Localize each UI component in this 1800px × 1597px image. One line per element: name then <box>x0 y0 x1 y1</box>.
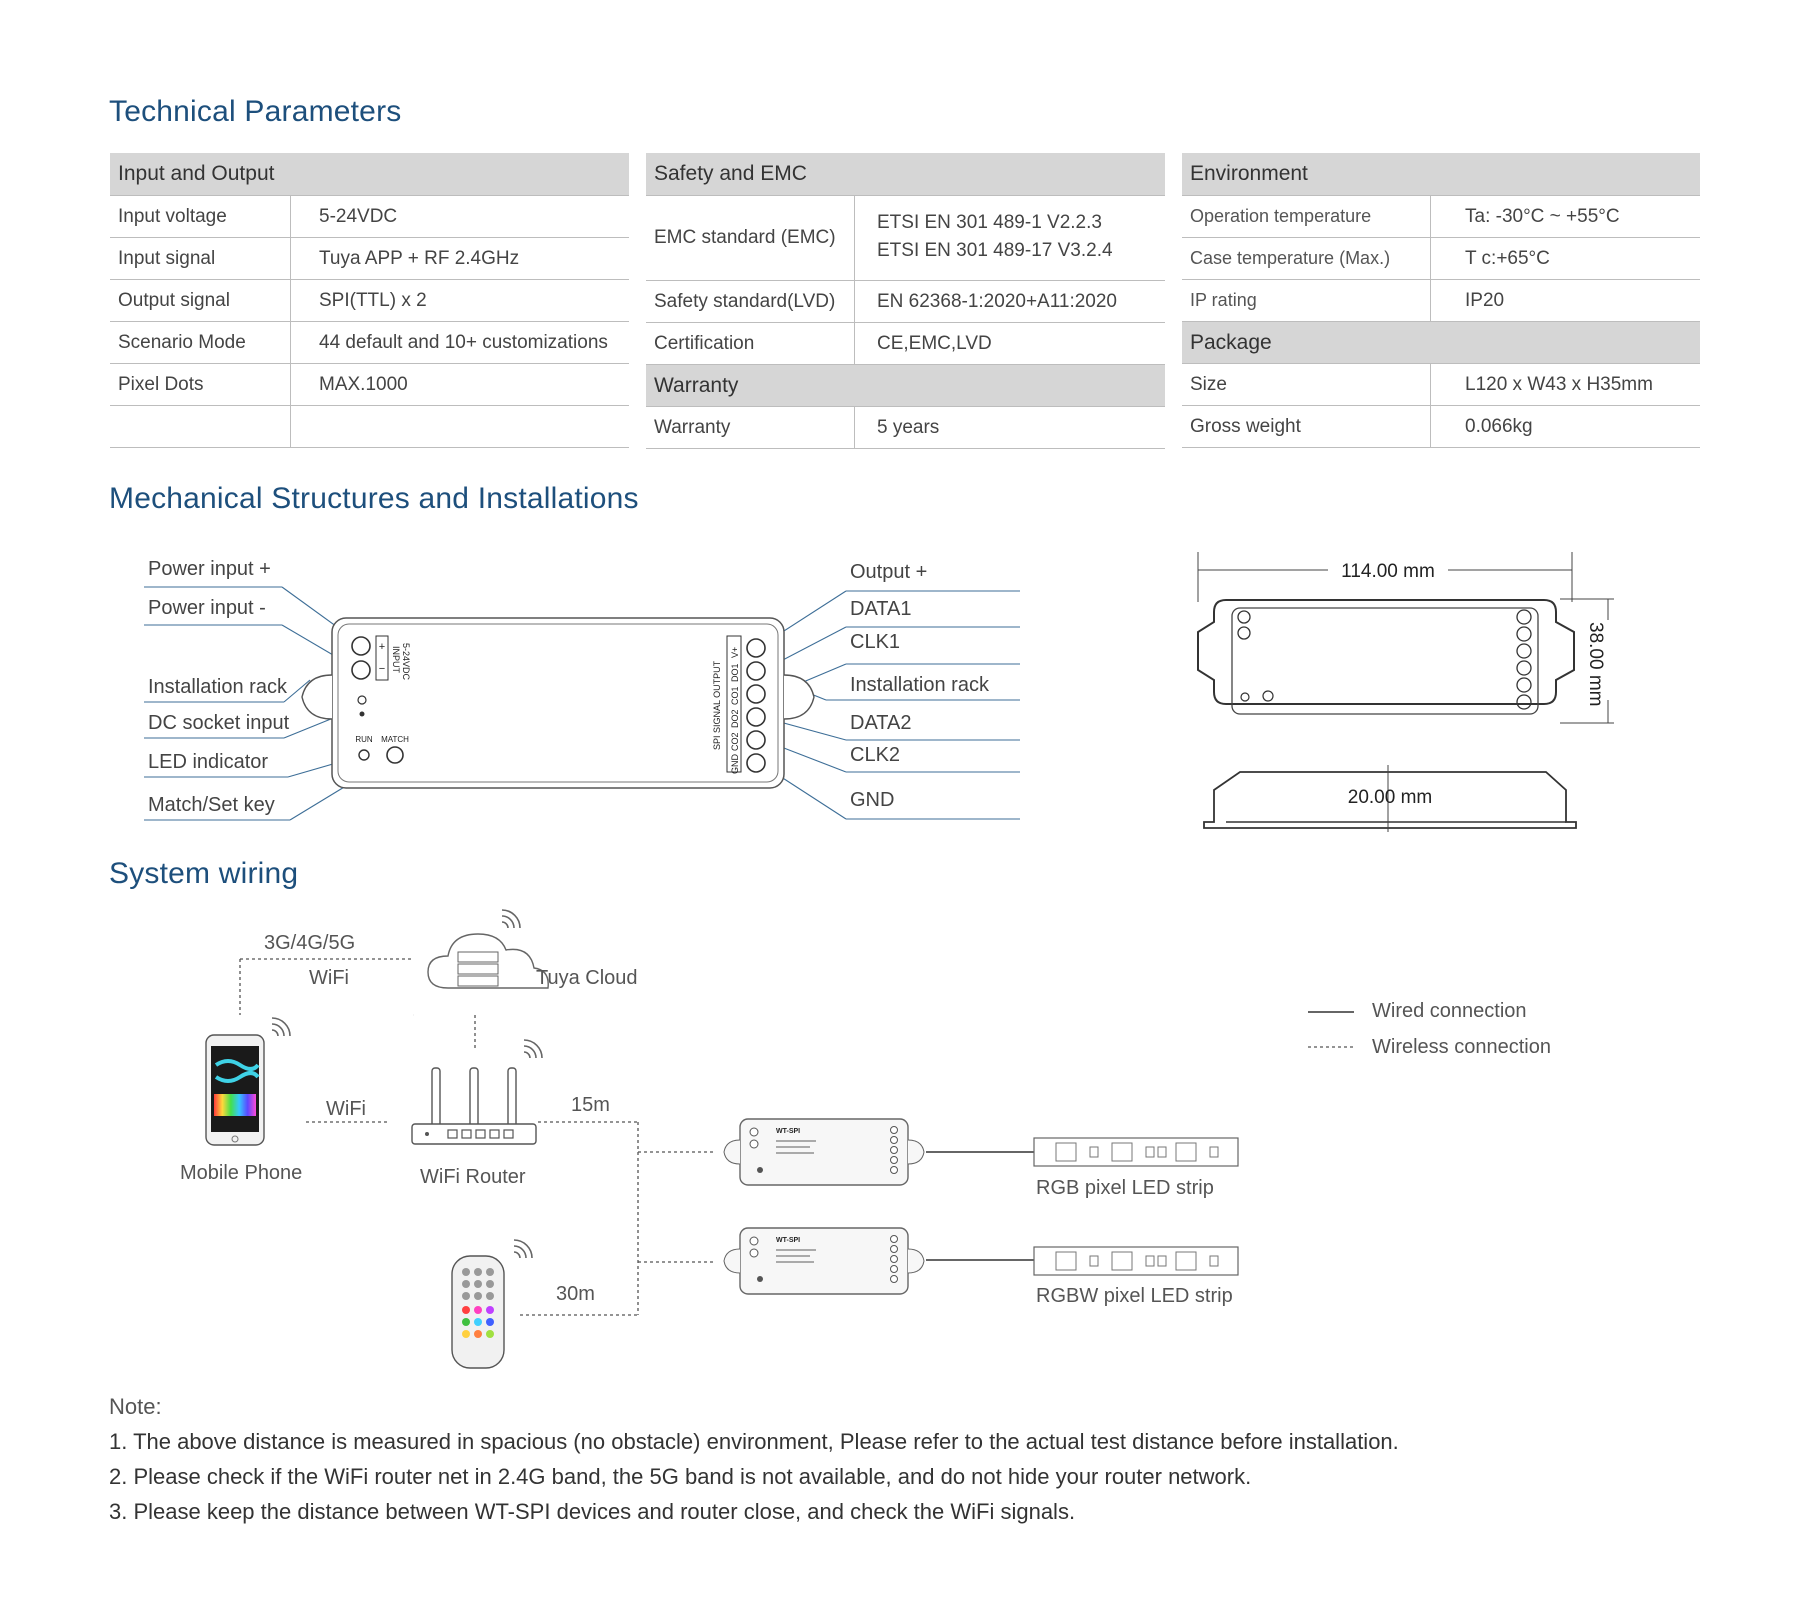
table-header: Safety and EMC <box>646 153 1165 196</box>
table-row: Safety standard(LVD)EN 62368-1:2020+A11:… <box>646 280 1165 323</box>
remote-distance-label: 30m <box>556 1283 595 1305</box>
label-data2: DATA2 <box>850 712 912 734</box>
label-installation-rack-left: Installation rack <box>148 676 287 698</box>
table-header: Environment <box>1182 153 1700 196</box>
label-dc-socket-input: DC socket input <box>148 712 290 734</box>
label-clk1: CLK1 <box>850 631 901 653</box>
signal-icon <box>513 1239 533 1259</box>
label-data1: DATA1 <box>850 598 912 620</box>
input-voltage-label: 5-24VDC <box>401 643 411 681</box>
section-title-mechanical: Mechanical Structures and Installations <box>109 482 639 515</box>
dimension-drawing: 114.00 mm 38.00 mm 20.00 mm <box>1197 552 1614 832</box>
minus-sign: − <box>379 663 385 675</box>
cloud-icon <box>427 933 549 989</box>
mechanical-diagram: + − INPUT 5-24VDC RUN MATCH SPI SIGNAL O… <box>144 552 1614 832</box>
label-match-set-key: Match/Set key <box>148 794 275 816</box>
rgb-pixel-led-strip-icon <box>1033 1137 1239 1167</box>
label-clk2: CLK2 <box>850 744 901 766</box>
wt-spi-controller-1: WT-SPI <box>723 1118 925 1186</box>
rgbw-strip-label: RGBW pixel LED strip <box>1036 1285 1233 1307</box>
label-output-plus: Output + <box>850 561 928 583</box>
rgb-strip-label: RGB pixel LED strip <box>1036 1177 1214 1199</box>
device-model-label: WT-SPI <box>776 1237 800 1244</box>
wifi-router-icon <box>411 1067 537 1145</box>
signal-icon <box>523 1039 543 1059</box>
table-row: EMC standard (EMC) ETSI EN 301 489-1 V2.… <box>646 195 1165 281</box>
terminal-label: CO1 <box>730 686 740 705</box>
phone-wifi-label: WiFi <box>326 1098 366 1120</box>
table-header: Input and Output <box>110 153 629 196</box>
match-label: MATCH <box>381 735 409 744</box>
plus-sign: + <box>379 641 385 653</box>
height-dimension: 20.00 mm <box>1348 787 1432 808</box>
network-wifi-label: WiFi <box>309 967 349 989</box>
terminal-label: GND <box>730 754 740 775</box>
signal-icon <box>501 909 521 929</box>
router-distance-label: 15m <box>571 1094 610 1116</box>
device-model-label: WT-SPI <box>776 1128 800 1135</box>
note-line-2: 2. Please check if the WiFi router net i… <box>109 1464 1252 1489</box>
terminal-icon <box>351 636 371 656</box>
section-title-technical: Technical Parameters <box>109 95 402 128</box>
remote-control-icon <box>451 1255 505 1369</box>
mobile-phone-icon <box>205 1034 265 1146</box>
led-indicator-icon <box>358 749 370 761</box>
note-line-3: 3. Please keep the distance between WT-S… <box>109 1499 1076 1524</box>
match-key-icon[interactable] <box>386 746 404 764</box>
table-header: Package <box>1182 321 1700 364</box>
terminal-label: DO2 <box>730 709 740 728</box>
phone-label: Mobile Phone <box>180 1162 303 1184</box>
table-row <box>110 405 629 448</box>
rgbw-pixel-led-strip-icon <box>1033 1246 1239 1276</box>
length-dimension: 114.00 mm <box>1341 561 1435 582</box>
label-power-input-plus: Power input + <box>148 558 271 580</box>
terminal-icon <box>351 660 371 680</box>
terminal-label: CO2 <box>730 732 740 751</box>
wiring-diagram: WT-SPI WT-SPI <box>205 909 1354 1369</box>
wt-spi-controller-2: WT-SPI <box>723 1227 925 1295</box>
cloud-label: Tuya Cloud <box>536 967 638 989</box>
section-title-wiring: System wiring <box>109 857 299 890</box>
width-dimension: 38.00 mm <box>1585 622 1606 706</box>
label-led-indicator: LED indicator <box>148 751 269 773</box>
input-label: INPUT <box>391 646 401 674</box>
label-power-input-minus: Power input - <box>148 597 266 619</box>
safety-emc-table: Safety and EMC EMC standard (EMC) ETSI E… <box>646 153 1165 449</box>
output-label: SPI SIGNAL OUTPUT <box>712 660 722 750</box>
controller-top-view: + − INPUT 5-24VDC RUN MATCH SPI SIGNAL O… <box>301 617 815 789</box>
label-gnd: GND <box>850 789 895 811</box>
label-installation-rack-right: Installation rack <box>850 674 989 696</box>
terminal-label: V+ <box>730 647 740 658</box>
legend-wireless-label: Wireless connection <box>1372 1036 1551 1058</box>
network-label: 3G/4G/5G <box>264 932 356 954</box>
legend-wired-label: Wired connection <box>1372 1000 1527 1022</box>
table-row: Case temperature (Max.)T c:+65°C <box>1182 237 1700 280</box>
router-label: WiFi Router <box>420 1166 526 1188</box>
note-line-1: 1. The above distance is measured in spa… <box>109 1429 1399 1454</box>
note-title: Note: <box>109 1394 162 1419</box>
signal-icon <box>271 1017 291 1037</box>
terminal-label: DO1 <box>730 663 740 682</box>
table-header: Warranty <box>646 364 1165 407</box>
run-label: RUN <box>355 735 373 744</box>
dc-socket-icon <box>357 695 367 705</box>
